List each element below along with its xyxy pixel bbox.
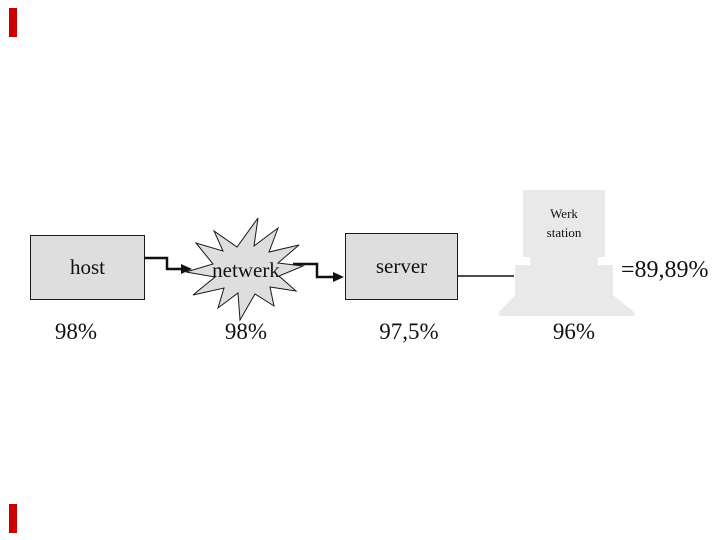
availability-server: 97,5% [379, 319, 439, 344]
availability-werkstation: 96% [552, 319, 596, 344]
server-node-label: server [375, 254, 428, 278]
red-accent-bar-bottom [9, 504, 17, 533]
arrow-netwerk-to-server [293, 262, 344, 282]
host-node-label: host [69, 255, 105, 279]
red-accent-bar-top [9, 8, 17, 37]
server-node: server [345, 233, 458, 300]
werkstation-label-line2: station [546, 225, 582, 240]
werkstation-label-line1: Werk [550, 206, 578, 221]
availability-host: 98% [54, 319, 98, 344]
netwerk-node-label: netwerk [212, 258, 280, 282]
workstation-icon [498, 190, 635, 316]
host-node: host [30, 235, 145, 300]
arrow-host-to-netwerk [145, 256, 192, 274]
total-availability: =89,89% [621, 257, 709, 283]
netwerk-starburst-shape [185, 217, 305, 322]
availability-netwerk: 98% [224, 319, 268, 344]
